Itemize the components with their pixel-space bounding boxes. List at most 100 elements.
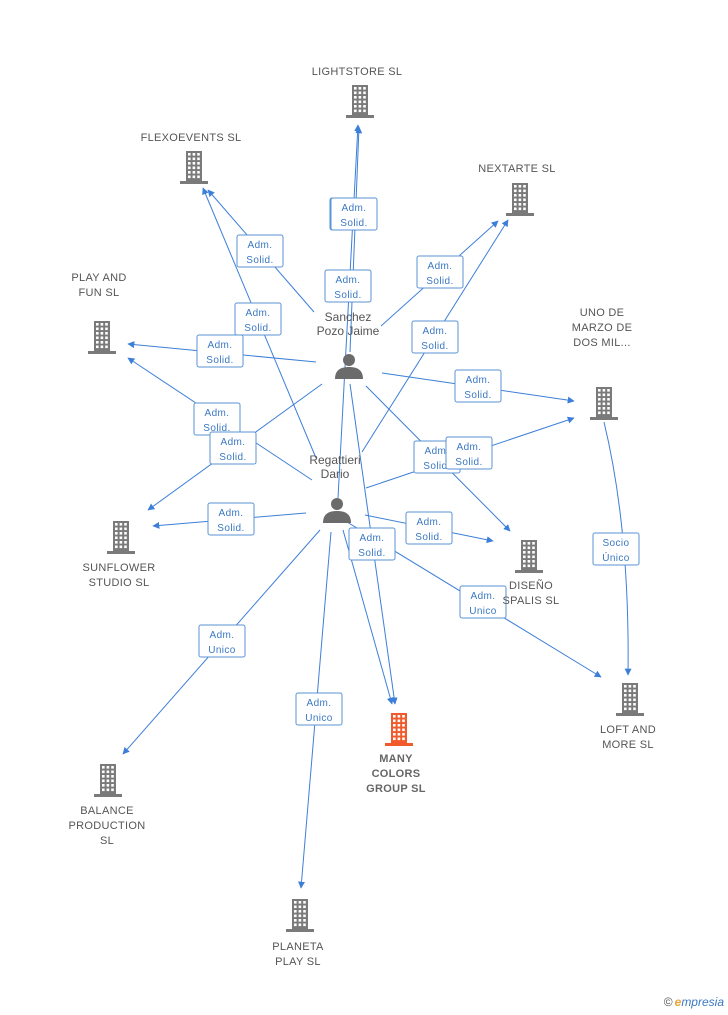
- edge-label-box: [330, 197, 378, 231]
- building-icon[interactable]: [590, 387, 618, 420]
- edge-label-box: [454, 369, 502, 403]
- company-label: MANY: [379, 753, 413, 765]
- edge-label-text: Socio: [602, 538, 629, 549]
- edge-label[interactable]: Adm.Solid.: [411, 320, 459, 354]
- edge-label-text: Unico: [208, 645, 236, 656]
- edge-label[interactable]: Adm. Unico: [459, 585, 507, 619]
- edge-label[interactable]: Adm.Solid.: [234, 302, 282, 336]
- company-sunflower[interactable]: SUNFLOWER STUDIO SL: [83, 521, 156, 589]
- edge-label-text: Solid.: [421, 341, 448, 352]
- company-label: MORE SL: [602, 739, 654, 751]
- edge-label-text: Único: [602, 551, 630, 564]
- edge-label-text: Adm.: [428, 261, 453, 272]
- edge-label[interactable]: Adm.Solid.: [330, 197, 378, 231]
- building-icon[interactable]: [107, 521, 135, 554]
- edge-label-text: Adm.: [221, 437, 246, 448]
- building-icon[interactable]: [94, 764, 122, 797]
- edge-label[interactable]: Adm. Solid.: [196, 334, 244, 368]
- edge-label[interactable]: Adm.Solid.: [454, 369, 502, 403]
- company-label: LIGHTSTORE SL: [312, 66, 403, 78]
- edge-label-text: Solid.: [334, 290, 361, 301]
- edge-label-box: [209, 431, 257, 465]
- building-icon[interactable]: [506, 183, 534, 216]
- edge-label-box: [592, 532, 640, 566]
- edge-label[interactable]: Adm.Solid.: [405, 511, 453, 545]
- edge-label-text: Adm.: [425, 446, 450, 457]
- edge-label-text: Adm.: [208, 340, 233, 351]
- edge-label[interactable]: Adm.Solid.: [193, 402, 241, 436]
- edge-label[interactable]: Adm. Solid.: [445, 436, 493, 470]
- edge-label[interactable]: Adm.Solid.: [348, 527, 396, 561]
- edge-label-box: [348, 527, 396, 561]
- edge-label[interactable]: Adm. Solid.: [209, 431, 257, 465]
- edge-label-box: [411, 320, 459, 354]
- company-label: MARZO DE: [572, 322, 632, 334]
- company-label: PLAY AND: [71, 272, 126, 284]
- edge-label-text: Adm.: [307, 698, 332, 709]
- company-loftmore[interactable]: LOFT AND MORE SL: [600, 683, 656, 751]
- person-icon[interactable]: [335, 354, 363, 379]
- edge-label-text: Adm.: [471, 591, 496, 602]
- building-icon[interactable]: [515, 540, 543, 573]
- edge-label-box: [416, 255, 464, 289]
- edge-label[interactable]: Adm. Solid.: [207, 502, 255, 536]
- edge-label-box: [445, 436, 493, 470]
- company-label: STUDIO SL: [89, 577, 150, 589]
- edge-label[interactable]: Adm.Unico: [295, 692, 343, 726]
- edge-label-text: Adm.: [336, 275, 361, 286]
- edge-label-box: [196, 334, 244, 368]
- edge-label-box: [324, 269, 372, 303]
- edge-label-text: Adm.: [417, 517, 442, 528]
- footer-brand[interactable]: ©empresia: [664, 995, 724, 1009]
- edge-label-box: [234, 302, 282, 336]
- company-label: COLORS: [372, 768, 421, 780]
- company-label: LOFT AND: [600, 724, 656, 736]
- company-label: PLANETA: [272, 941, 324, 953]
- edge-label-text: Solid.: [340, 218, 367, 229]
- edge-label-text: Solid.: [426, 276, 453, 287]
- edge-label-box: [236, 234, 284, 268]
- building-icon[interactable]: [346, 85, 374, 118]
- person-icon[interactable]: [323, 498, 351, 523]
- edge-label-text: Solid.: [217, 523, 244, 534]
- building-icon[interactable]: [286, 899, 314, 932]
- edge-label-text: Adm.: [210, 630, 235, 641]
- edge-label-text: Solid.: [455, 457, 482, 468]
- company-label: PRODUCTION: [69, 820, 146, 832]
- building-icon[interactable]: [616, 683, 644, 716]
- main-building-icon[interactable]: [385, 713, 413, 746]
- edge-label-text: Unico: [469, 606, 497, 617]
- edge-label-text: Adm.: [219, 508, 244, 519]
- edge-regattieri-lightstore: [337, 124, 362, 499]
- company-nextarte[interactable]: NEXTARTE SL: [478, 163, 555, 216]
- edge-label[interactable]: Adm. Unico: [198, 624, 246, 658]
- edge-label-text: Adm.: [246, 308, 271, 319]
- building-icon[interactable]: [88, 321, 116, 354]
- company-lightstore[interactable]: LIGHTSTORE SL: [312, 66, 403, 118]
- company-label: SUNFLOWER: [83, 562, 156, 574]
- company-label: DOS MIL...: [573, 337, 630, 349]
- company-label: SPALIS SL: [503, 595, 560, 607]
- building-icon[interactable]: [180, 151, 208, 184]
- edge-label-text: Solid.: [219, 452, 246, 463]
- company-manycolors[interactable]: MANY COLORS GROUP SL: [366, 713, 426, 795]
- edge-label-box: [405, 511, 453, 545]
- edge-label[interactable]: Adm.Solid.: [236, 234, 284, 268]
- company-label: GROUP SL: [366, 783, 426, 795]
- edge-label[interactable]: Adm. Solid.: [416, 255, 464, 289]
- edge-label[interactable]: Adm. Solid.: [324, 269, 372, 303]
- company-label: NEXTARTE SL: [478, 163, 555, 175]
- edge-label-text: Adm.: [466, 375, 491, 386]
- edge-label-text: Solid.: [206, 355, 233, 366]
- edge-label-text: Adm.: [457, 442, 482, 453]
- company-flexoevents[interactable]: FLEXOEVENTS SL: [141, 132, 242, 184]
- edge-label-text: Adm.: [360, 533, 385, 544]
